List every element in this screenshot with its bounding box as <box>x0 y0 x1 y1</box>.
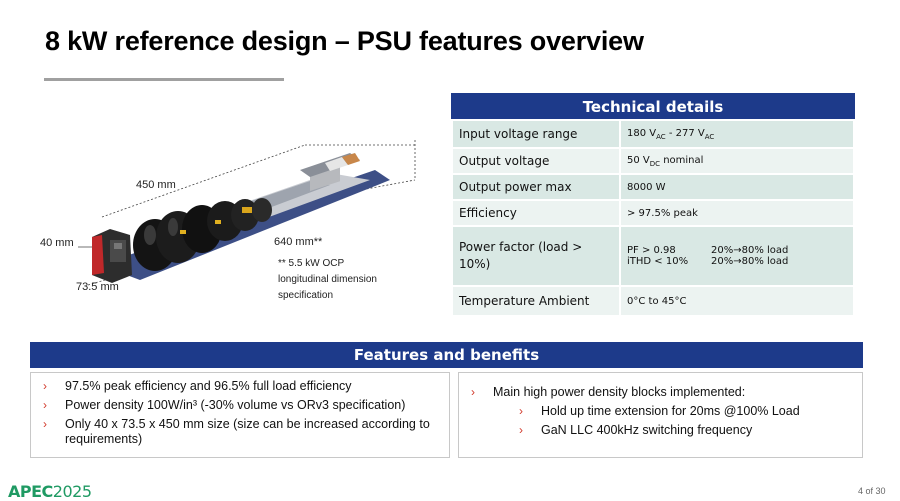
list-item: › Main high power density blocks implemen… <box>471 385 854 438</box>
table-row: Temperature Ambient 0°C to 45°C <box>451 285 855 317</box>
list-item: › Only 40 x 73.5 x 450 mm size (size can … <box>43 417 441 447</box>
spec-value: PF > 0.98 20%→80% load iTHD < 10% 20%→80… <box>619 225 855 287</box>
thd-line: iTHD < 10% 20%→80% load <box>627 256 847 267</box>
list-item-text: 97.5% peak efficiency and 96.5% full loa… <box>65 379 352 393</box>
features-left-list: › 97.5% peak efficiency and 96.5% full lo… <box>31 373 449 447</box>
bullet-icon: › <box>471 385 475 399</box>
psu-product-image: 450 mm 40 mm 73.5 mm 640 mm** <box>30 125 425 325</box>
technical-details-table: Input voltage range 180 VAC - 277 VAC Ou… <box>451 119 855 317</box>
spec-name: Input voltage range <box>451 119 621 149</box>
spec-value: 8000 W <box>619 173 855 201</box>
list-item-text: Power density 100W/in³ (-30% volume vs O… <box>65 398 406 412</box>
spec-value: 180 VAC - 277 VAC <box>619 119 855 149</box>
value-text: PF > 0.98 <box>627 245 676 256</box>
value-subscript: AC <box>656 132 666 141</box>
list-item: › Hold up time extension for 20ms @100% L… <box>519 404 854 419</box>
spec-value: 0°C to 45°C <box>619 285 855 317</box>
value-text: 50 V <box>627 154 650 166</box>
dimension-height-label: 40 mm <box>40 237 74 249</box>
value-range: 20%→80% load <box>711 245 789 256</box>
spec-name: Output voltage <box>451 147 621 175</box>
features-heading: Features and benefits <box>30 342 863 368</box>
spec-name: Temperature Ambient <box>451 285 621 317</box>
page-number: 4 of 30 <box>858 486 886 496</box>
value-range: 20%→80% load <box>711 256 789 267</box>
table-row: Input voltage range 180 VAC - 277 VAC <box>451 119 855 149</box>
value-text: 180 V <box>627 127 657 139</box>
logo-brand: APEC <box>8 482 53 501</box>
bullet-icon: › <box>43 398 47 412</box>
value-text: - 277 V <box>665 127 705 139</box>
features-right-list: › Main high power density blocks implemen… <box>459 373 862 438</box>
value-text: iTHD < 10% <box>627 256 689 267</box>
features-sub-list: › Hold up time extension for 20ms @100% L… <box>493 404 854 438</box>
bullet-icon: › <box>43 379 47 393</box>
logo-year: 2025 <box>52 482 92 501</box>
bullet-icon: › <box>519 404 523 418</box>
list-item-text: GaN LLC 400kHz switching frequency <box>541 423 753 437</box>
note-line: specification <box>278 290 334 301</box>
pf-line: PF > 0.98 20%→80% load <box>627 245 847 256</box>
bullet-icon: › <box>519 423 523 437</box>
bullet-icon: › <box>43 417 47 431</box>
psu-illustration <box>78 140 416 286</box>
slide-title: 8 kW reference design – PSU features ove… <box>45 26 644 56</box>
value-text: nominal <box>660 154 704 166</box>
ocp-note: ** 5.5 kW OCP longitudinal dimension spe… <box>278 256 377 304</box>
technical-details-panel: Technical details Input voltage range 18… <box>451 93 855 317</box>
technical-details-heading: Technical details <box>451 93 855 119</box>
features-right-box: › Main high power density blocks implemen… <box>458 372 863 458</box>
table-row: Output power max 8000 W <box>451 173 855 201</box>
list-item-text: Main high power density blocks implement… <box>493 385 746 399</box>
value-subscript: DC <box>649 159 661 168</box>
dimension-ocp-label: 640 mm** <box>274 236 323 248</box>
note-line: ** 5.5 kW OCP <box>278 258 345 269</box>
spec-name: Power factor (load > 10%) <box>451 225 621 287</box>
list-item: › GaN LLC 400kHz switching frequency <box>519 423 854 438</box>
title-underline <box>44 78 284 81</box>
list-item-text: Only 40 x 73.5 x 450 mm size (size can b… <box>65 417 430 446</box>
apec-logo: APEC2025 <box>8 482 92 501</box>
list-item: › 97.5% peak efficiency and 96.5% full lo… <box>43 379 441 394</box>
features-left-box: › 97.5% peak efficiency and 96.5% full lo… <box>30 372 450 458</box>
spec-value: > 97.5% peak <box>619 199 855 227</box>
table-row: Efficiency > 97.5% peak <box>451 199 855 227</box>
spec-name: Efficiency <box>451 199 621 227</box>
list-item: › Power density 100W/in³ (-30% volume vs … <box>43 398 441 413</box>
spec-value: 50 VDC nominal <box>619 147 855 175</box>
spec-name: Output power max <box>451 173 621 201</box>
table-row: Power factor (load > 10%) PF > 0.98 20%→… <box>451 225 855 287</box>
list-item-text: Hold up time extension for 20ms @100% Lo… <box>541 404 800 418</box>
value-subscript: AC <box>704 132 715 141</box>
note-line: longitudinal dimension <box>278 274 377 285</box>
dimension-length-label: 450 mm <box>136 179 176 191</box>
dimension-width-label: 73.5 mm <box>76 281 119 293</box>
table-row: Output voltage 50 VDC nominal <box>451 147 855 175</box>
